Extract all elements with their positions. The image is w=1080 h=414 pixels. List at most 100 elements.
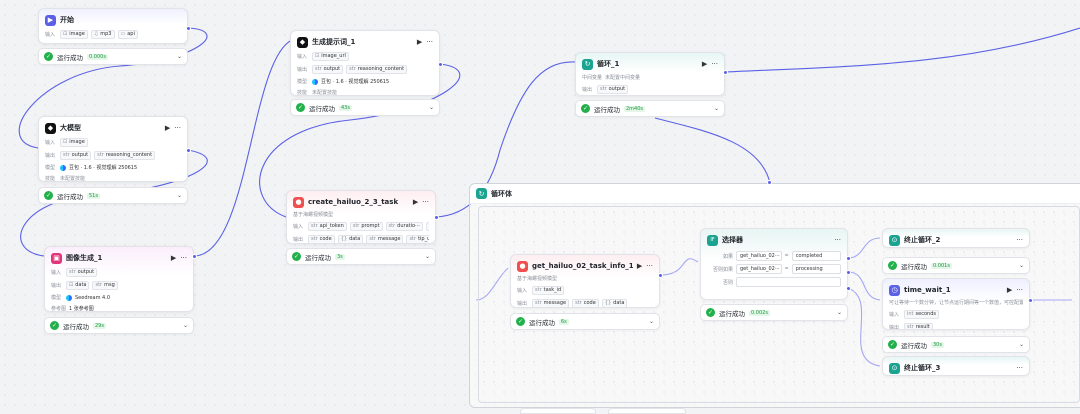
llm-icon: ◆ [45,122,56,134]
more-icon[interactable]: ··· [834,236,841,244]
status-prompt-generation[interactable]: ✓ 运行成功 43s ⌄ [290,99,440,116]
run-icon[interactable]: ▶ [416,38,423,46]
node-title: 开始 [60,16,74,24]
offscreen-node-edge [608,408,686,414]
chevron-down-icon[interactable]: ⌄ [836,309,842,316]
status-time-wait[interactable]: ✓ 运行成功 30s ⌄ [882,336,1030,353]
status-start[interactable]: ✓ 运行成功 0.000s ⌄ [38,48,188,65]
node-start[interactable]: ▶ 开始 输入 ⊡image ♫mp3 ▭api [38,8,188,44]
input-port[interactable] [767,180,772,185]
skill-label: 技能 [45,176,56,182]
run-icon[interactable]: ▶ [164,124,171,132]
output-port[interactable] [1028,298,1033,303]
node-selector[interactable]: IF 选择器 ··· 如果 get_hailuo_02··· = complet… [700,228,848,300]
condition-icon: IF [707,234,718,246]
status-text: 运行成功 [719,309,745,318]
param-tag: {}data [601,299,628,307]
node-create-hailuo-task[interactable]: ● create_hailuo_2_3_task ▶··· 基于海螺视频模型 输… [286,190,436,244]
output-label: 输出 [889,325,900,330]
chevron-down-icon[interactable]: ⌄ [182,322,188,329]
var-label: 中间变量 [582,75,603,81]
output-port[interactable] [658,273,663,278]
output-label: 输出 [293,237,304,243]
chevron-down-icon[interactable]: ⌄ [176,192,182,199]
node-title: 大模型 [60,124,81,132]
status-image-generation[interactable]: ✓ 运行成功 29s ⌄ [44,317,194,334]
output-port[interactable] [192,254,197,259]
param-tag: ⊡image [60,138,88,147]
output-port[interactable] [186,148,191,153]
status-text: 运行成功 [901,262,927,271]
param-tag: ▭api [117,30,138,39]
duration-badge: 0.002s [749,309,770,316]
node-description: 基于海螺视频模型 [293,212,334,218]
check-icon: ✓ [706,308,715,317]
input-label: 输入 [889,312,900,318]
branch-port-if[interactable] [846,256,851,261]
branch-port-elif[interactable] [846,270,851,275]
output-port[interactable] [723,70,728,75]
chevron-down-icon[interactable]: ⌄ [428,104,434,111]
output-port[interactable] [438,62,443,67]
check-icon: ✓ [296,103,305,112]
more-icon[interactable]: ··· [426,38,433,46]
branch-port-else[interactable] [846,286,851,291]
status-text: 运行成功 [309,104,335,113]
run-icon[interactable]: ▶ [636,262,643,270]
output-label: 输出 [51,283,62,289]
more-icon[interactable]: ··· [1016,236,1023,244]
var-value: 未配置中间变量 [605,75,641,81]
more-icon[interactable]: ··· [711,60,718,68]
run-icon[interactable]: ▶ [1006,286,1013,294]
node-get-hailuo-task-info[interactable]: ● get_hailuo_02_task_info_1 ▶··· 基于海螺视频模… [510,254,660,308]
check-icon: ✓ [44,191,53,200]
more-icon[interactable]: ··· [180,254,187,262]
more-icon[interactable]: ··· [174,124,181,132]
model-label: 模型 [297,79,308,85]
chevron-down-icon[interactable]: ⌄ [424,253,430,260]
status-stop-loop-2[interactable]: ✓ 运行成功 0.001s ⌄ [882,257,1030,274]
image-icon: ▣ [51,252,62,264]
model-name: 豆包 · 1.6 · 视觉理解 250615 [69,165,138,171]
chevron-down-icon[interactable]: ⌄ [1018,341,1024,348]
node-stop-loop-2[interactable]: ⊙ 终止循环_2 ··· [882,228,1030,248]
param-tag: ⊡image_url [312,52,349,61]
more-icon[interactable]: ··· [1016,286,1023,294]
more-icon[interactable]: ··· [646,262,653,270]
output-label: 输出 [582,87,593,93]
run-icon[interactable]: ▶ [701,60,708,68]
status-get-hailuo-task-info[interactable]: ✓ 运行成功 6s ⌄ [510,313,660,330]
loop-icon: ↻ [476,188,487,199]
chevron-down-icon[interactable]: ⌄ [1018,262,1024,269]
more-icon[interactable]: ··· [1016,364,1023,372]
output-port[interactable] [434,215,439,220]
run-icon[interactable]: ▶ [412,198,419,206]
chevron-down-icon[interactable]: ⌄ [713,105,719,112]
status-text: 运行成功 [57,53,83,62]
status-loop[interactable]: ✓ 运行成功 2m40s ⌄ [575,100,725,117]
ref-value: 1 张参考图 [69,306,94,312]
status-selector[interactable]: ✓ 运行成功 0.002s ⌄ [700,304,848,321]
more-icon[interactable]: ··· [422,198,429,206]
seedream-icon [66,294,72,301]
node-title: time_wait_1 [904,286,951,294]
chevron-down-icon[interactable]: ⌄ [176,53,182,60]
run-icon[interactable]: ▶ [170,254,177,262]
output-port[interactable] [186,26,191,31]
chevron-down-icon[interactable]: ⌄ [648,318,654,325]
status-llm[interactable]: ✓ 运行成功 51s ⌄ [38,187,188,204]
node-time-wait[interactable]: ◷ time_wait_1 ▶··· 可让等待一个数分钟，让节点运行期间等一个数… [882,278,1030,330]
param-more-tag[interactable]: ··· [425,222,429,231]
node-stop-loop-3[interactable]: ⊙ 终止循环_3 ··· [882,356,1030,376]
status-text: 运行成功 [594,105,620,114]
status-create-hailuo-task[interactable]: ✓ 运行成功 3s ⌄ [286,248,436,265]
